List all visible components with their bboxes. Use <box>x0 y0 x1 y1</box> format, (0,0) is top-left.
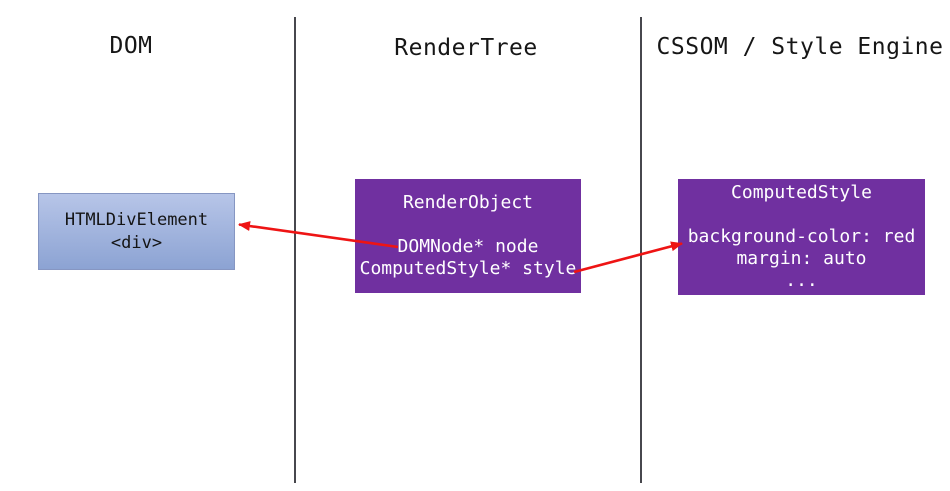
render-object-title: RenderObject <box>402 192 534 213</box>
lane-title-dom: DOM <box>109 33 153 59</box>
lane-divider-right <box>640 17 642 483</box>
dom-element-class-name: HTMLDivElement <box>64 209 209 230</box>
computed-style-prop-background: background-color: red <box>687 226 916 247</box>
lane-divider-left <box>294 17 296 483</box>
dom-element-box: HTMLDivElement <div> <box>38 193 235 270</box>
render-object-box: RenderObject DOMNode* node ComputedStyle… <box>355 179 581 293</box>
computed-style-box: ComputedStyle background-color: red marg… <box>678 179 925 295</box>
lane-title-rendertree: RenderTree <box>394 35 538 61</box>
render-object-field-node: DOMNode* node <box>397 236 539 257</box>
computed-style-prop-margin: margin: auto <box>736 248 867 269</box>
computed-style-title: ComputedStyle <box>731 182 872 203</box>
lane-title-cssom: CSSOM / Style Engine <box>656 34 944 60</box>
render-object-field-style: ComputedStyle* style <box>359 258 577 279</box>
dom-element-tag-name: <div> <box>110 232 163 253</box>
computed-style-ellipsis: ... <box>785 270 818 291</box>
arrow-render-to-style-icon <box>573 241 683 274</box>
